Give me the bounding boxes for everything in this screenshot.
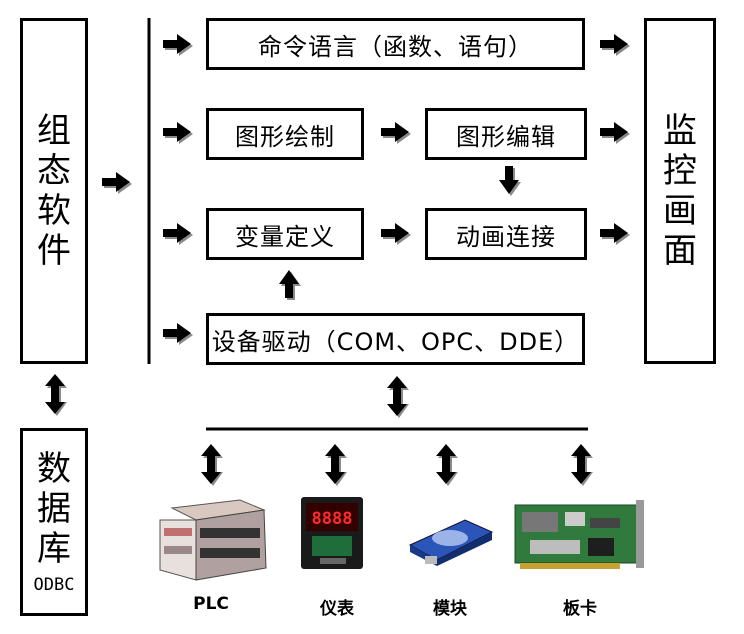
- device-label-board-card: 板卡: [563, 599, 597, 619]
- variable-definition-label: 变量定义: [235, 222, 335, 251]
- arrow-right-icon: [163, 122, 193, 144]
- graphic-editing-label: 图形编辑: [456, 122, 556, 151]
- graphic-drawing-label: 图形绘制: [235, 122, 335, 151]
- animation-connection-label: 动画连接: [456, 222, 556, 251]
- command-language-label: 命令语言（函数、语句）: [258, 32, 533, 61]
- arrow-right-icon: [163, 223, 193, 245]
- graphic-editing-box: 图形编辑: [425, 108, 587, 160]
- graphic-drawing-box: 图形绘制: [206, 108, 364, 160]
- device-driver-box: 设备驱动（COM、OPC、DDE）: [206, 313, 585, 365]
- device-label-plc: PLC: [193, 594, 229, 614]
- database-box: 数 据 库 ODBC: [20, 428, 88, 616]
- variable-definition-box: 变量定义: [206, 208, 364, 260]
- database-char: 数: [36, 449, 71, 489]
- arrow-right-icon: [600, 223, 630, 245]
- module-icon: [408, 519, 494, 566]
- arrow-right-icon: [600, 122, 630, 144]
- configuration-software-box: 组 态 软 件: [20, 18, 88, 364]
- arrow-right-icon: [381, 223, 411, 245]
- arrow-right-icon: [163, 34, 193, 56]
- device-label-meter: 仪表: [320, 599, 354, 619]
- monitor-screen-char: 画: [663, 191, 697, 231]
- monitor-screen-char: 控: [663, 151, 697, 191]
- arrow-up-down-icon: [45, 374, 67, 416]
- monitor-screen-char: 监: [663, 111, 697, 151]
- arrow-right-icon: [600, 34, 630, 56]
- device-label-module: 模块: [433, 599, 467, 619]
- animation-connection-box: 动画连接: [425, 208, 587, 260]
- arrow-up-down-icon: [571, 444, 593, 486]
- meter-display-value: 8888: [312, 509, 353, 529]
- config-software-char: 态: [37, 151, 71, 191]
- config-software-char: 件: [37, 231, 71, 271]
- config-software-char: 组: [37, 111, 71, 151]
- arrow-right-icon: [102, 172, 132, 194]
- config-software-char: 软: [37, 191, 71, 231]
- database-char: 据: [36, 489, 71, 529]
- device-driver-label: 设备驱动（COM、OPC、DDE）: [211, 327, 580, 356]
- arrow-down-icon: [499, 166, 521, 196]
- command-language-box: 命令语言（函数、语句）: [206, 18, 585, 70]
- meter-icon: [301, 497, 363, 569]
- monitor-screen-char: 面: [663, 231, 697, 271]
- plc-icon: [159, 499, 267, 581]
- database-char: 库: [36, 529, 71, 569]
- arrow-up-down-icon: [325, 444, 347, 486]
- arrow-right-icon: [381, 122, 411, 144]
- database-odbc-label: ODBC: [33, 575, 75, 595]
- arrow-up-down-icon: [387, 376, 409, 418]
- arrow-right-icon: [163, 323, 193, 345]
- board-card-icon: [514, 500, 644, 569]
- arrow-up-down-icon: [436, 444, 458, 486]
- arrow-up-down-icon: [201, 444, 223, 486]
- arrow-up-icon: [279, 270, 301, 300]
- monitoring-screen-box: 监 控 画 面: [644, 18, 716, 364]
